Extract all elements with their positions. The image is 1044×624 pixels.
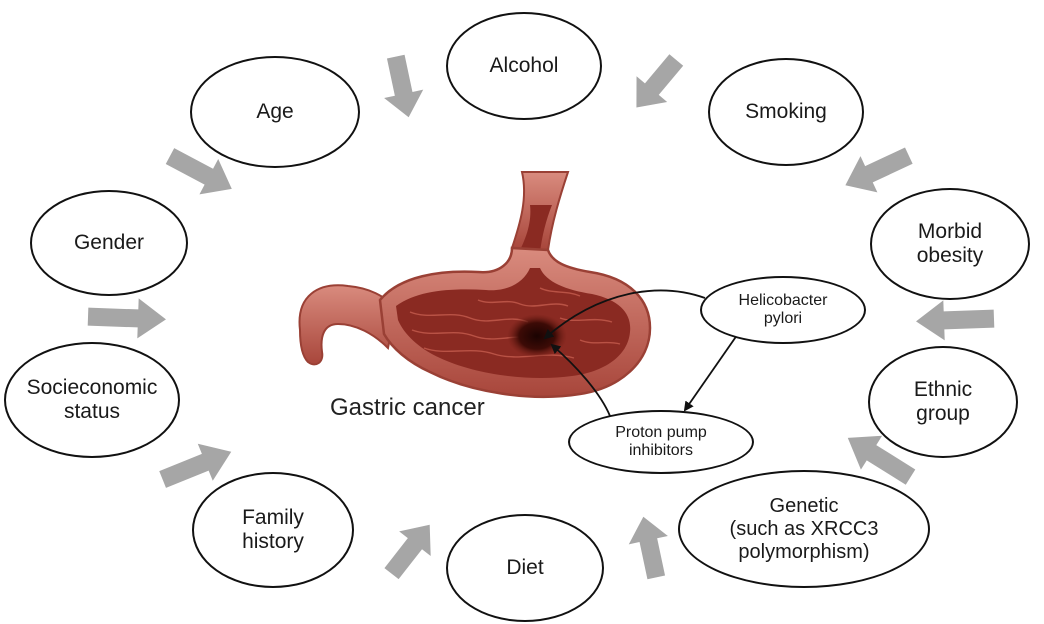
factor-genetic: Genetic (such as XRCC3 polymorphism) xyxy=(678,470,930,588)
factor-socioeconomic-status: Socieconomic status xyxy=(4,342,180,458)
factor-morbid-obesity: Morbid obesity xyxy=(870,188,1030,300)
factor-alcohol: Alcohol xyxy=(446,12,602,120)
factor-family-history: Family history xyxy=(192,472,354,588)
stomach-illustration xyxy=(300,172,650,397)
gastric-cancer-label: Gastric cancer xyxy=(330,394,485,422)
arrow-diet xyxy=(624,513,676,582)
arrow-family-history xyxy=(376,512,446,585)
factor-age: Age xyxy=(190,56,360,168)
factor-gender: Gender xyxy=(30,190,188,296)
factor-diet: Diet xyxy=(446,514,604,622)
arrow-alcohol xyxy=(376,52,428,121)
arrow-ethnic-group xyxy=(915,299,994,342)
arrow-hpylori-ppi xyxy=(685,328,742,410)
factor-helicobacter-pylori: Helicobacter pylori xyxy=(700,276,866,344)
factor-ethnic-group: Ethnic group xyxy=(868,346,1018,458)
factor-smoking: Smoking xyxy=(708,58,864,166)
arrow-morbid-obesity xyxy=(837,138,917,204)
arrow-smoking xyxy=(621,47,691,120)
factor-proton-pump-inhibitors: Proton pump inhibitors xyxy=(568,410,754,474)
arrow-gender xyxy=(87,297,166,340)
